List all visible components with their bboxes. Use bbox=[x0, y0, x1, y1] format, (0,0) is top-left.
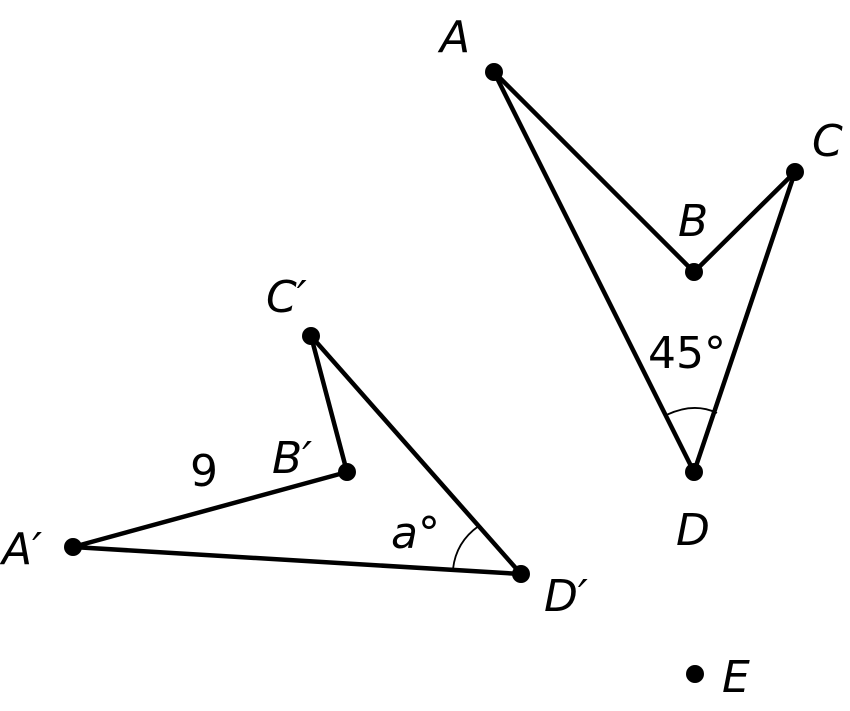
segment-da bbox=[491, 69, 697, 475]
label-c-prime: C′ bbox=[266, 272, 307, 323]
label-a-prime: A′ bbox=[0, 524, 42, 575]
segment-ab bbox=[491, 69, 697, 275]
label-e: E bbox=[722, 652, 750, 703]
point-a bbox=[485, 63, 503, 81]
point-e bbox=[686, 665, 704, 683]
point-b bbox=[685, 263, 703, 281]
segment-bc bbox=[691, 169, 798, 275]
point-c bbox=[786, 163, 804, 181]
segment-d-prime-a-prime bbox=[70, 544, 524, 577]
point-c-prime bbox=[302, 327, 320, 345]
quadrilateral-a-prime-b-prime-c-prime-d-prime bbox=[64, 327, 530, 583]
side-a-prime-b-prime-length-label: 9 bbox=[190, 446, 218, 497]
segment-b-prime-c-prime bbox=[308, 333, 350, 475]
label-d-prime: D′ bbox=[544, 571, 588, 622]
point-d-prime bbox=[512, 565, 530, 583]
point-d bbox=[685, 463, 703, 481]
segment-a-prime-b-prime bbox=[70, 469, 350, 550]
label-b: B bbox=[678, 196, 708, 247]
segment-cd bbox=[691, 169, 798, 475]
point-b-prime bbox=[338, 463, 356, 481]
quadrilateral-abcd bbox=[485, 63, 804, 481]
angle-d-prime-label: a° bbox=[391, 508, 440, 559]
angle-d-label: 45° bbox=[648, 328, 726, 379]
label-a: A bbox=[437, 12, 470, 63]
angle-d-arc bbox=[666, 407, 718, 416]
label-c: C bbox=[812, 116, 843, 167]
segment-c-prime-d-prime bbox=[308, 333, 524, 577]
angle-d-prime-arc bbox=[452, 525, 480, 570]
label-d: D bbox=[676, 505, 710, 556]
point-a-prime bbox=[64, 538, 82, 556]
label-b-prime: B′ bbox=[272, 433, 312, 484]
